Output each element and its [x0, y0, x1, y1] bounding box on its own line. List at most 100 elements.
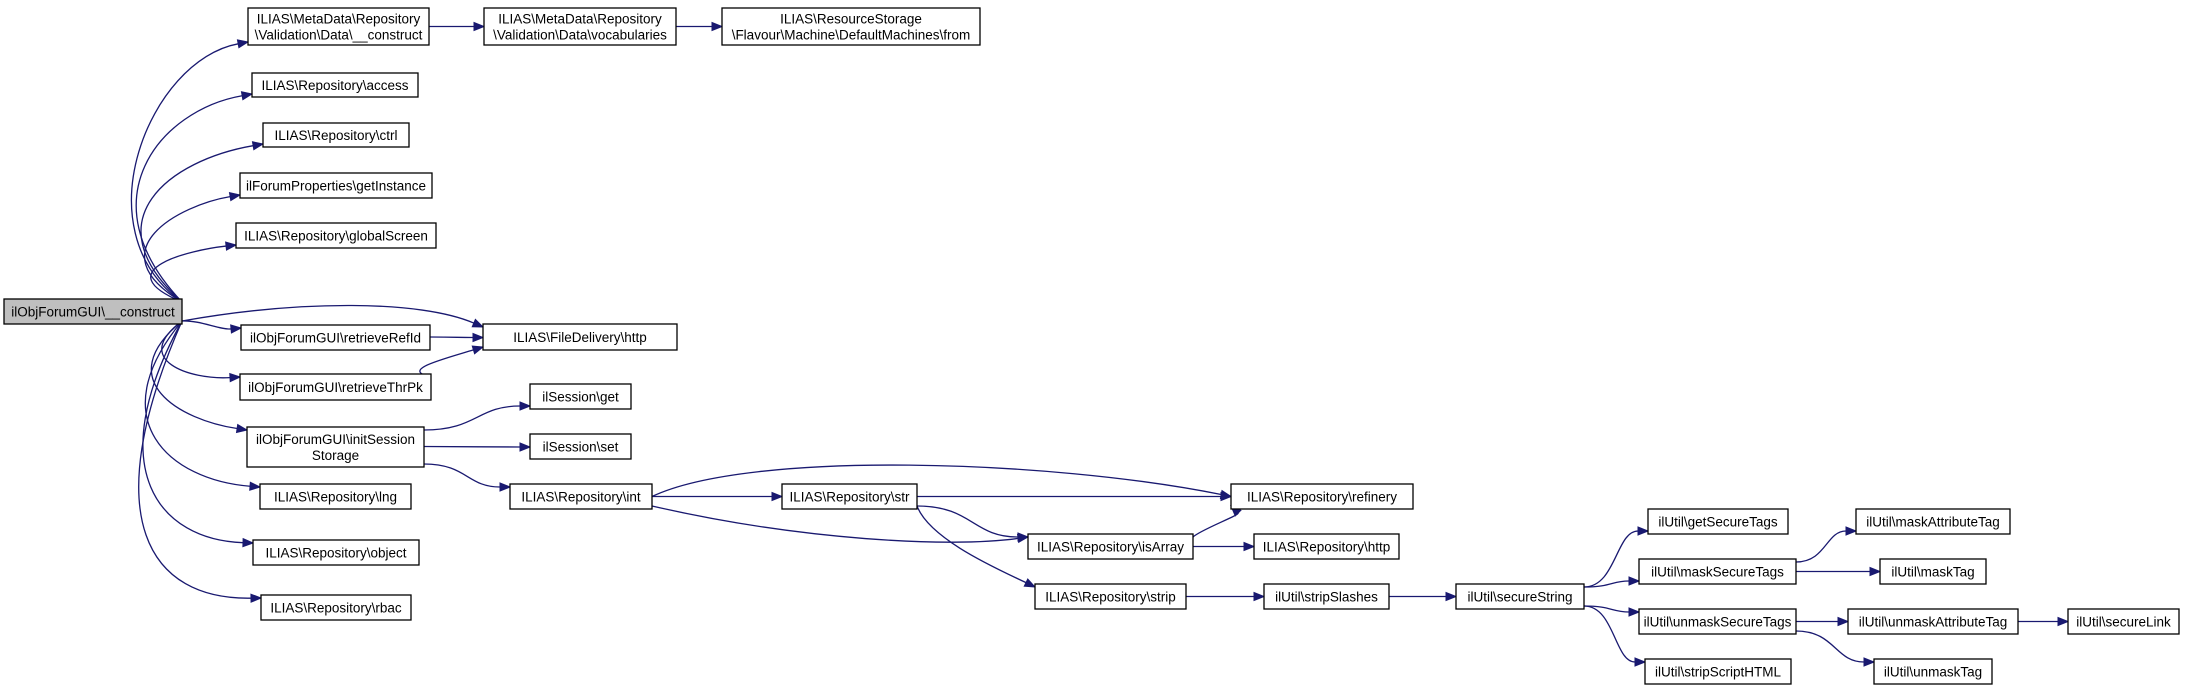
- node-unmask-tag[interactable]: ilUtil\unmaskTag: [1873, 658, 1993, 685]
- node-box: [721, 7, 981, 46]
- node-label: ilObjForumGUI\retrieveThrPk: [248, 380, 423, 395]
- node-repo-http[interactable]: ILIAS\Repository\http: [1253, 533, 1400, 560]
- node-repo-rbac[interactable]: ILIAS\Repository\rbac: [260, 594, 412, 621]
- node-box: [483, 7, 677, 46]
- node-md-construct[interactable]: ILIAS\MetaData\Repository\Validation\Dat…: [247, 7, 430, 46]
- node-session-get[interactable]: ilSession\get: [529, 383, 632, 410]
- node-root[interactable]: ilObjForumGUI\__construct: [3, 298, 183, 325]
- node-label: ilUtil\secureString: [1467, 590, 1572, 605]
- node-label: ILIAS\Repository\refinery: [1247, 490, 1397, 505]
- node-secure-string[interactable]: ilUtil\secureString: [1455, 583, 1585, 610]
- node-repo-isarray[interactable]: ILIAS\Repository\isArray: [1027, 533, 1194, 560]
- node-box: [2067, 608, 2180, 635]
- node-label: ILIAS\Repository\access: [261, 78, 408, 93]
- node-mask-tag[interactable]: ilUtil\maskTag: [1879, 558, 1987, 585]
- edge-repo_isarray-to-repo_refinery: [1192, 512, 1239, 538]
- arrowhead-md_vocab-to-rs_from: [711, 21, 724, 32]
- node-repo-strip[interactable]: ILIAS\Repository\strip: [1034, 583, 1187, 610]
- node-get-secure-tags[interactable]: ilUtil\getSecureTags: [1647, 508, 1789, 535]
- node-forum-props[interactable]: ilForumProperties\getInstance: [239, 172, 433, 199]
- node-label: ILIAS\Repository\str: [789, 490, 910, 505]
- arrowhead-root-to-retrieve_refid: [230, 324, 243, 334]
- node-repo-object[interactable]: ILIAS\Repository\object: [252, 539, 420, 566]
- node-box: [781, 483, 918, 510]
- arrowhead-unmask_attr_tag-to-secure_link: [2057, 616, 2070, 627]
- node-box: [529, 433, 632, 460]
- node-label: ilObjForumGUI\retrieveRefId: [250, 331, 421, 346]
- node-label: ilUtil\stripScriptHTML: [1655, 665, 1782, 680]
- node-box: [1644, 658, 1792, 685]
- arrowhead-root-to-repo_ctrl: [251, 141, 265, 151]
- node-repo-int[interactable]: ILIAS\Repository\int: [509, 483, 653, 510]
- edge-root-to-repo_ctrl: [140, 145, 254, 303]
- node-label: ILIAS\Repository\int: [521, 490, 641, 505]
- node-repo-str[interactable]: ILIAS\Repository\str: [781, 483, 918, 510]
- node-mask-attr-tag[interactable]: ilUtil\maskAttributeTag: [1855, 508, 2011, 535]
- node-fd-http[interactable]: ILIAS\FileDelivery\http: [482, 323, 678, 351]
- node-box: [239, 373, 432, 401]
- edge-repo_int-to-repo_refinery: [651, 464, 1222, 498]
- node-box: [260, 594, 412, 621]
- node-secure-link[interactable]: ilUtil\secureLink: [2067, 608, 2180, 635]
- node-label: ilUtil\maskAttributeTag: [1866, 515, 2000, 530]
- node-label: ILIAS\MetaData\Repository: [498, 12, 662, 27]
- node-md-vocab[interactable]: ILIAS\MetaData\Repository\Validation\Dat…: [483, 7, 677, 46]
- node-rs-from[interactable]: ILIAS\ResourceStorage\Flavour\Machine\De…: [721, 7, 981, 46]
- arrowhead-init_session-to-session_get: [519, 401, 532, 411]
- node-box: [247, 7, 430, 46]
- arrowhead-repo_str-to-repo_refinery: [1220, 491, 1233, 502]
- edge-root-to-init_session: [150, 320, 238, 430]
- node-repo-lng[interactable]: ILIAS\Repository\lng: [259, 483, 412, 510]
- node-label: ilUtil\unmaskSecureTags: [1644, 615, 1792, 630]
- arrowhead-mask_secure_tags-to-mask_attr_tag: [1845, 526, 1858, 536]
- arrowhead-root-to-repo_object: [242, 537, 255, 548]
- nodes-layer: ilObjForumGUI\__construct ILIAS\MetaData\…: [3, 7, 2180, 685]
- node-strip-script-html[interactable]: ilUtil\stripScriptHTML: [1644, 658, 1792, 685]
- edge-unmask_secure_tags-to-unmask_tag: [1795, 630, 1865, 663]
- node-box: [529, 383, 632, 410]
- edge-init_session-to-repo_int: [423, 463, 501, 488]
- node-repo-refinery[interactable]: ILIAS\Repository\refinery: [1230, 483, 1414, 510]
- node-box: [1253, 533, 1400, 560]
- node-box: [1647, 508, 1789, 535]
- node-box: [1455, 583, 1585, 610]
- node-box: [1873, 658, 1993, 685]
- edge-retrieve_refid-to-fd_http: [429, 336, 474, 339]
- arrowhead-init_session-to-repo_int: [499, 482, 512, 492]
- node-label: ilUtil\maskSecureTags: [1651, 565, 1784, 580]
- node-label: \Validation\Data\vocabularies: [493, 28, 667, 43]
- node-repo-access[interactable]: ILIAS\Repository\access: [251, 72, 419, 98]
- arrowhead-secure_string-to-strip_script_html: [1634, 657, 1647, 667]
- edge-repo_str-to-repo_isarray: [916, 505, 1019, 538]
- node-repo-globalscreen[interactable]: ILIAS\Repository\globalScreen: [235, 222, 437, 249]
- node-unmask-secure-tags[interactable]: ilUtil\unmaskSecureTags: [1638, 608, 1797, 635]
- arrowhead-unmask_secure_tags-to-unmask_attr_tag: [1837, 616, 1850, 627]
- node-retrieve-thrpk[interactable]: ilObjForumGUI\retrieveThrPk: [239, 373, 432, 401]
- node-box: [1034, 583, 1187, 610]
- node-box: [239, 172, 433, 199]
- node-box: [509, 483, 653, 510]
- edge-root-to-repo_access: [135, 95, 243, 303]
- node-label: ILIAS\Repository\ctrl: [274, 128, 397, 143]
- node-label: ilForumProperties\getInstance: [246, 179, 426, 194]
- node-retrieve-refid[interactable]: ilObjForumGUI\retrieveRefId: [240, 324, 431, 351]
- arrowhead-repo_str-to-repo_strip: [1023, 578, 1037, 588]
- edge-secure_string-to-get_secure_tags: [1583, 530, 1639, 588]
- node-session-set[interactable]: ilSession\set: [529, 433, 632, 460]
- arrowhead-retrieve_thrpk-to-fd_http: [471, 345, 485, 355]
- node-label: ILIAS\Repository\http: [1263, 540, 1391, 555]
- arrowhead-root-to-md_construct: [236, 39, 250, 49]
- node-unmask-attr-tag[interactable]: ilUtil\unmaskAttributeTag: [1847, 608, 2019, 635]
- arrowhead-secure_string-to-get_secure_tags: [1637, 526, 1650, 536]
- node-label: ilUtil\maskTag: [1891, 565, 1974, 580]
- node-box: [1638, 558, 1797, 585]
- node-mask-secure-tags[interactable]: ilUtil\maskSecureTags: [1638, 558, 1797, 585]
- node-repo-ctrl[interactable]: ILIAS\Repository\ctrl: [262, 122, 410, 148]
- node-strip-slashes[interactable]: ilUtil\stripSlashes: [1263, 583, 1390, 610]
- node-label: ILIAS\Repository\globalScreen: [244, 229, 428, 244]
- node-label: \Flavour\Machine\DefaultMachines\from: [732, 28, 971, 43]
- node-box: [1638, 608, 1797, 635]
- edge-root-to-fd_http: [181, 304, 475, 324]
